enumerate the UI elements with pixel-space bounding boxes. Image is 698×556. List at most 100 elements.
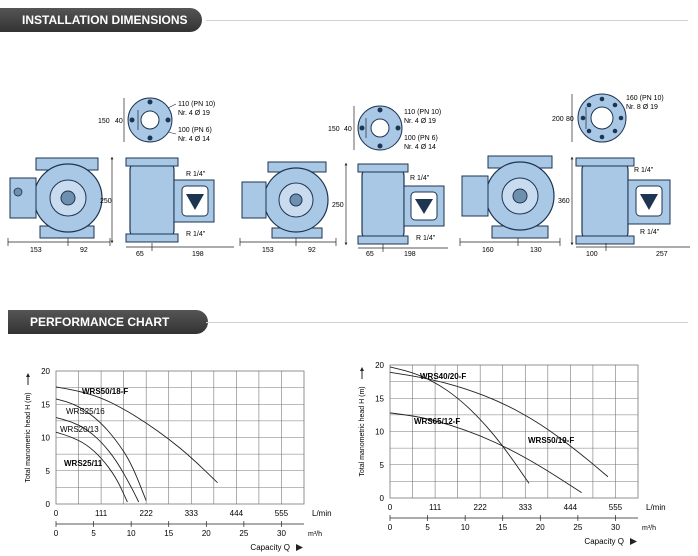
- pump3-front-dims: [459, 238, 561, 246]
- pump2-flange-inner: 40: [344, 126, 352, 133]
- pump2-front-right-dim: 92: [308, 247, 316, 254]
- pump3-port-bottom: R 1/4": [640, 229, 660, 236]
- pump1-flange: [123, 97, 177, 143]
- chart-left-unit-m3h: m³/h: [308, 531, 322, 538]
- pump1-side-left-dim: 65: [136, 251, 144, 258]
- pump1-flange-inner: 40: [115, 118, 123, 125]
- chart-left-xtick-lmin: 0: [54, 509, 59, 518]
- chart-right-xtick-m3h: 25: [573, 523, 582, 532]
- pump3-flange-outer: 200: [552, 116, 564, 123]
- chart-left-xtick-m3h: 25: [239, 529, 248, 538]
- pump2-side-left-dim: 65: [366, 251, 374, 258]
- label-wrs65-12-f: WRS65/12-F: [414, 417, 460, 426]
- chart-left-ytick: 10: [41, 434, 50, 443]
- chart-right-ytick: 5: [380, 461, 385, 470]
- curve-wrs65-12-f: [389, 412, 582, 494]
- chart-left-xtick-m3h: 0: [54, 529, 59, 538]
- pump2-flange-pn10-holes: Nr. 4 Ø 19: [404, 118, 436, 125]
- label-wrs25-11: WRS25/11: [64, 459, 103, 468]
- pump2-side-right-dim: 198: [404, 251, 416, 258]
- chart-left-ytick: 15: [41, 400, 50, 409]
- chart-right-xtick-lmin: 222: [474, 503, 488, 512]
- installation-dimensions-banner: INSTALLATION DIMENSIONS: [0, 8, 202, 32]
- pump3-front-left-dim: 160: [482, 247, 494, 254]
- performance-rule: [206, 322, 688, 323]
- pump1-front-left-dim: 153: [30, 247, 42, 254]
- label-wrs25-16: WRS25/16: [66, 407, 105, 416]
- chart-left-ylabel: Total manometric head H (m): [25, 392, 32, 482]
- pump1-flange-pn10: 110 (PN 10): [178, 101, 215, 108]
- pump3-front-view: [461, 155, 555, 239]
- pump2-port-bottom: R 1/4": [416, 235, 436, 242]
- chart-left-xarrow: [296, 544, 303, 551]
- pump3-side-view: [570, 156, 690, 251]
- pump2-flange-pn6-holes: Nr. 4 Ø 14: [404, 144, 436, 151]
- pump1-front-right-dim: 92: [80, 247, 88, 254]
- pump1-flange-pn10-holes: Nr. 4 Ø 19: [178, 110, 210, 117]
- pump3-side-right-dim: 257: [656, 251, 668, 258]
- chart-left-xtick-lmin: 111: [95, 509, 108, 518]
- chart-left-ytick: 0: [46, 500, 51, 509]
- chart-left-xtick-m3h: 20: [202, 529, 211, 538]
- pump1-front-view: [9, 157, 103, 239]
- chart-right-xtick-lmin: 333: [519, 503, 533, 512]
- pump1-port-top: R 1/4": [186, 171, 206, 178]
- pump3-flange-pn10: 160 (PN 10): [626, 95, 664, 102]
- pump1-flange-pn6-holes: Nr. 4 Ø 14: [178, 136, 210, 143]
- chart-left-xtick-lmin: 333: [185, 509, 199, 518]
- label-wrs40-20-f: WRS40/20-F: [420, 372, 466, 381]
- chart-right-xtick-lmin: 444: [564, 503, 578, 512]
- chart-left-unit-lmin: L/min: [312, 509, 332, 518]
- chart-right-ytick: 10: [375, 428, 384, 437]
- chart-left-xtick-m3h: 10: [127, 529, 136, 538]
- chart-right-unit-lmin: L/min: [646, 503, 666, 512]
- chart-left-xtick-lmin: 555: [275, 509, 289, 518]
- curve-wrs25-16: [55, 398, 147, 501]
- pump2-side-height: 250: [332, 202, 344, 209]
- pump1-port-bottom: R 1/4": [186, 231, 206, 238]
- pump2-port-top: R 1/4": [410, 175, 430, 182]
- chart-right-ylabel: Total manometric head H (m): [359, 386, 366, 476]
- label-wrs50-19-f: WRS50/19-F: [528, 436, 574, 445]
- pump3-side-height: 360: [558, 198, 570, 205]
- chart-left-xtick-m3h: 15: [164, 529, 173, 538]
- chart-left-ytick: 5: [46, 467, 51, 476]
- pump2-front-view: [241, 161, 329, 239]
- pump2-front-dims: [239, 238, 337, 246]
- pump3-flange-inner: 80: [566, 116, 574, 123]
- pump2-flange-pn10: 110 (PN 10): [404, 109, 441, 116]
- curve-wrs20-13: [55, 417, 140, 503]
- pump2-side-view: [344, 162, 448, 252]
- curve-wrs40-20-f: [389, 366, 530, 484]
- label-wrs20-13: WRS20/13: [60, 425, 99, 434]
- chart-right-unit-m3h: m³/h: [642, 525, 656, 532]
- chart-left-xtick-m3h: 5: [91, 529, 96, 538]
- chart-left: 0 5 10 15 20 Total manometric head H (m) 0 111 2…: [25, 367, 332, 552]
- pump1-front-dims: [7, 238, 111, 246]
- chart-right-xtick-m3h: 30: [611, 523, 620, 532]
- chart-right-xtick-m3h: 10: [461, 523, 470, 532]
- pump1-side-view: [110, 156, 234, 251]
- chart-right-ytick: 20: [375, 361, 384, 370]
- pump3-flange: [571, 93, 627, 143]
- chart-right-xarrow: [630, 538, 637, 545]
- chart-right-xtick-lmin: 555: [609, 503, 623, 512]
- chart-right-xtick-lmin: 111: [429, 503, 442, 512]
- pump2-flange-pn6: 100 (PN 6): [404, 135, 438, 142]
- pump1-side-right-dim: 198: [192, 251, 204, 258]
- chart-right-xtick-m3h: 15: [498, 523, 507, 532]
- chart-left-xtick-lmin: 222: [140, 509, 154, 518]
- pump1-side-height: 250: [100, 198, 112, 205]
- label-wrs50-18-f: WRS50/18-F: [82, 387, 128, 396]
- curve-wrs25-11: [55, 431, 128, 503]
- pump3-side-left-dim: 100: [586, 251, 598, 258]
- pump3-flange-pn10-holes: Nr. 8 Ø 19: [626, 104, 658, 111]
- chart-right-xtick-m3h: 5: [425, 523, 430, 532]
- installation-rule: [206, 20, 688, 21]
- chart-left-xtick-m3h: 30: [277, 529, 286, 538]
- chart-right-ytick: 0: [380, 494, 385, 503]
- pump2-flange: [353, 105, 403, 151]
- chart-right-ytick: 15: [375, 394, 384, 403]
